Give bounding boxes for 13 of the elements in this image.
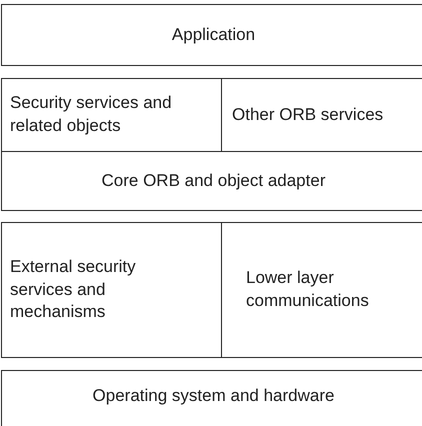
layer-label: Core ORB and object adapter [102,170,326,192]
layer-label: Lower layer communications [246,267,370,312]
layer-box [1,78,222,152]
layer-label: Operating system and hardware [92,385,334,407]
layer-box [1,4,422,66]
layer-label: Application [172,24,256,46]
layer-box [1,370,422,426]
layer-label: External security services and mechanisms [10,256,137,324]
layer-box [1,222,222,358]
layer-label: Other ORB services [232,104,384,126]
layer-box [221,222,422,358]
layer-label: Security services and related objects [10,92,173,137]
layer-box [1,151,422,211]
